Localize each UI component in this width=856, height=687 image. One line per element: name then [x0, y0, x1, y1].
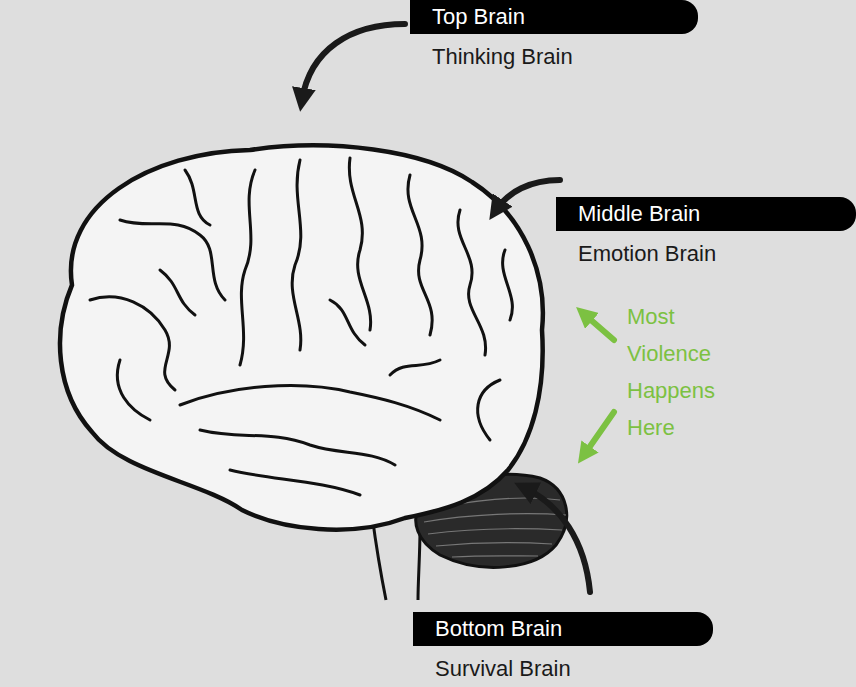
leader-arrow: [302, 24, 590, 592]
brain-region-label: Bottom BrainSurvival Brain: [413, 612, 713, 682]
region-tab: Top Brain: [410, 0, 698, 34]
violence-note: Most Violence Happens Here: [627, 298, 727, 446]
cerebrum-outline: [60, 145, 543, 529]
brain-folds: [90, 158, 512, 495]
violence-arrow: [584, 314, 614, 455]
region-subtitle: Thinking Brain: [432, 44, 698, 70]
brain-region-label: Top BrainThinking Brain: [410, 0, 698, 70]
region-subtitle: Emotion Brain: [578, 241, 856, 267]
brain-stem: [372, 515, 420, 600]
region-tab: Bottom Brain: [413, 612, 713, 646]
region-subtitle: Survival Brain: [435, 656, 713, 682]
region-tab: Middle Brain: [556, 197, 856, 231]
brain-region-label: Middle BrainEmotion Brain: [556, 197, 856, 267]
